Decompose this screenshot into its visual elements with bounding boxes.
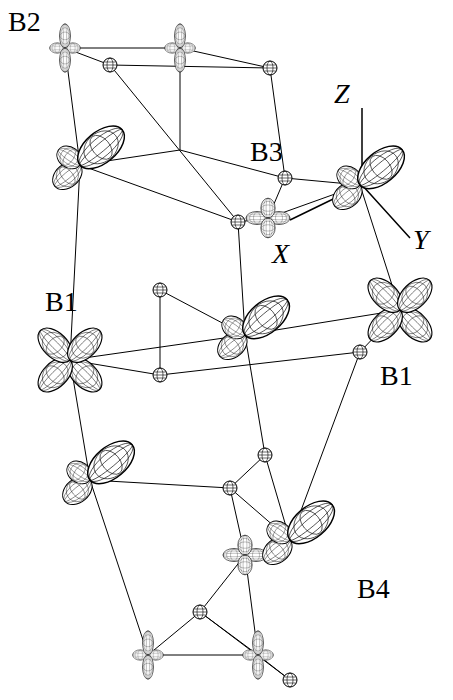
site-label: B3 [250, 138, 283, 166]
site-label: B2 [8, 8, 41, 36]
axis-label: Z [334, 80, 350, 108]
axis-label: Y [413, 226, 429, 254]
site-label: B1 [45, 288, 78, 316]
site-label: B4 [357, 575, 390, 603]
site-label: B1 [380, 362, 413, 390]
axis-label: X [272, 240, 289, 268]
